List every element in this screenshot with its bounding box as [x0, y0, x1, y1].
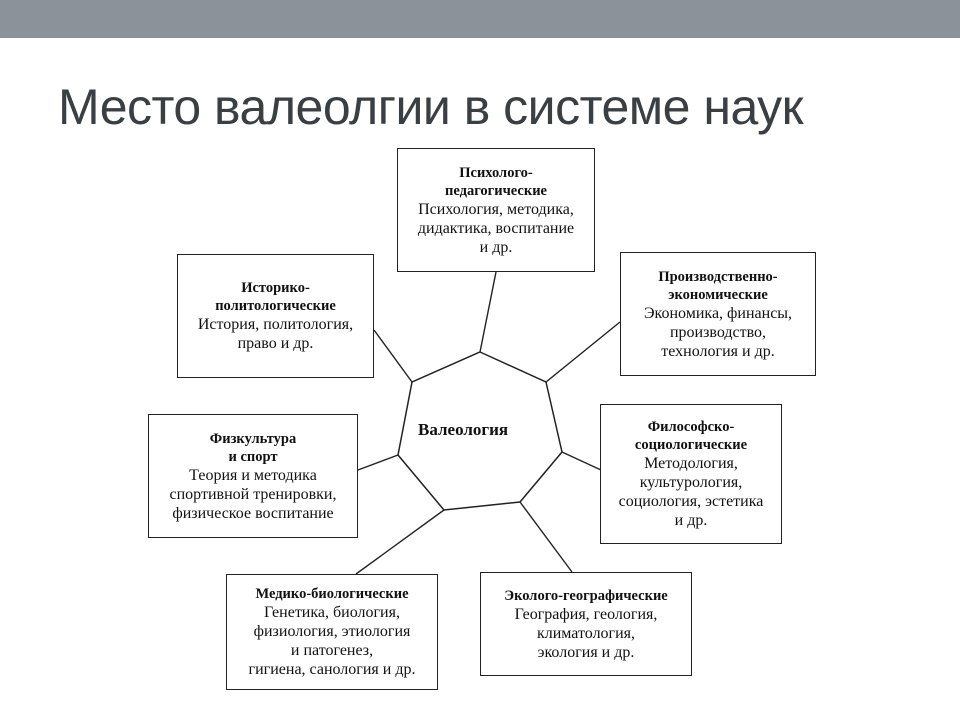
box-heading-line: Психолого- [459, 164, 533, 181]
box-body-line: География, геология, [514, 605, 658, 623]
box-heading-line: Эколого-географические [504, 587, 668, 604]
center-heptagon [397, 351, 563, 511]
connector-hist [373, 329, 413, 383]
box-heading-line: экономические [668, 286, 768, 303]
connector-phil [561, 451, 602, 471]
box-body-line: культурология, [639, 474, 743, 491]
box-body-line: и др. [479, 238, 513, 256]
connector-prod [545, 321, 621, 383]
box-heading-line: педагогические [445, 182, 547, 199]
box-body-line: История, политология, [197, 316, 354, 333]
connector-med [355, 509, 445, 575]
box-body-line: гигиена, санология и др. [248, 661, 416, 678]
box-body-line: право и др. [237, 335, 314, 352]
box-body-line: климатология, [536, 624, 636, 642]
box-heading-line: Производственно- [658, 268, 778, 285]
box-heading-line: политологические [215, 298, 336, 314]
box-heading-line: Медико-биологические [255, 586, 409, 602]
box-heading-line: Физкультура [209, 430, 297, 447]
box-heading-line: Историко- [241, 280, 310, 296]
box-body-line: Методология, [644, 455, 738, 472]
box-heading-line: и спорт [228, 448, 278, 465]
box-body-line: Психология, методика, [418, 200, 574, 218]
connector-psych [479, 271, 497, 353]
connector-phys [357, 454, 399, 471]
connector-eco [519, 501, 573, 573]
box-body-line: Экономика, финансы, [643, 304, 793, 322]
box-body-line: и патогенез, [290, 642, 374, 659]
box-body-line: Генетика, биология, [264, 604, 400, 621]
box-heading-line: социологические [634, 437, 748, 453]
top-bar [0, 0, 960, 38]
box-body-line: физическое воспитание [172, 504, 334, 522]
box-body-line: технология и др. [661, 342, 775, 360]
box-body-line: производство, [669, 323, 767, 341]
slide-title: Место валеолгии в системе наук [58, 79, 804, 135]
box-body-line: спортивной тренировки, [169, 485, 337, 503]
box-body-line: Теория и методика [189, 466, 317, 484]
box-heading-line: Философско- [647, 419, 735, 435]
box-body-line: и др. [674, 512, 708, 529]
box-body-line: дидактика, воспитание [417, 219, 575, 237]
box-body-line: экология и др. [537, 643, 635, 661]
box-body-line: физиология, этиология [253, 623, 411, 640]
box-body-line: социология, эстетика [618, 493, 764, 510]
center-label: Валеология [418, 420, 509, 439]
